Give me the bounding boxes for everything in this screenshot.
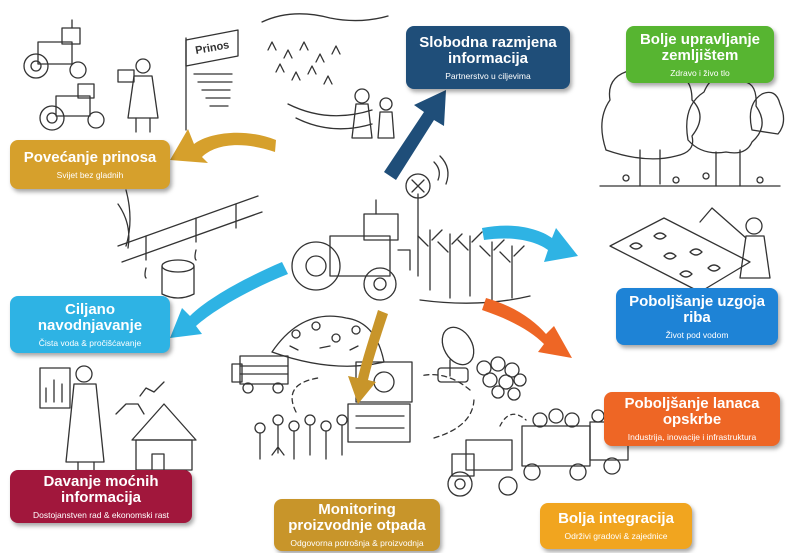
fish-title: Poboljšanje uzgoja riba <box>629 292 765 326</box>
hut-icon <box>115 381 197 471</box>
integration-subtitle: Održivi gradovi & zajednice <box>564 531 668 541</box>
fish-subtitle: Život pod vodom <box>665 329 729 340</box>
arrow-to-yield <box>170 129 276 163</box>
supply-box: Poboljšanje lanaca opskrbe Industrija, i… <box>604 392 780 446</box>
land-title: Bolje upravljanje zemljištem <box>639 30 761 64</box>
yield-box: Povećanje prinosa Svijet bez gladnih <box>10 140 170 189</box>
waste-title: Monitoring proizvodnje otpada <box>288 501 426 534</box>
supply-subtitle: Industrija, inovacije i infrastruktura <box>627 432 757 442</box>
crop-field-icon <box>261 13 395 139</box>
truck-icon <box>231 355 289 394</box>
yield-sign-label: Prinos <box>194 39 230 57</box>
corn-icon <box>417 229 531 304</box>
waste-box: Monitoring proizvodnje otpada Odgovorna … <box>274 499 440 551</box>
satellite-dish-icon <box>437 326 475 383</box>
irrigation-icon <box>117 189 263 299</box>
power-subtitle: Dostojanstven rad & ekonomski rast <box>32 509 170 520</box>
info-title: Slobodna razmjena informacija <box>419 33 557 67</box>
fish-icon <box>609 207 771 293</box>
info-subtitle: Partnerstvo u ciljevima <box>445 70 531 81</box>
irrigation-box: Ciljano navodnjavanje Čista voda & proči… <box>10 296 170 353</box>
tractor-icon <box>23 19 87 79</box>
yield-title: Povećanje prinosa <box>23 148 157 166</box>
supply-title: Poboljšanje lanaca opskrbe <box>624 395 760 428</box>
satellite-dish-icon <box>405 155 449 277</box>
arrow-to-waste <box>348 310 388 404</box>
power-box: Davanje moćnih informacija Dostojanstven… <box>10 470 192 523</box>
person-icon <box>39 365 105 477</box>
land-box: Bolje upravljanje zemljištem Zdravo i ži… <box>626 26 774 83</box>
land-subtitle: Zdravo i živo tlo <box>670 67 730 78</box>
waste-subtitle: Odgovorna potrošnja & proizvodnja <box>290 538 424 548</box>
yield-subtitle: Svijet bez gladnih <box>56 169 124 180</box>
person-icon <box>117 58 159 133</box>
info-box: Slobodna razmjena informacija Partnerstv… <box>406 26 570 89</box>
tractor-icon <box>447 407 629 497</box>
integration-title: Bolja integracija <box>558 510 674 527</box>
person-icon <box>254 414 348 460</box>
integration-box: Bolja integracija Održivi gradovi & zaje… <box>540 503 692 549</box>
arrow-to-fish <box>482 225 578 262</box>
arrow-to-info <box>384 90 446 180</box>
arrow-to-supply <box>482 298 572 358</box>
power-title: Davanje moćnih informacija <box>43 472 159 506</box>
yield-sign-icon <box>185 29 239 131</box>
irrigation-title: Ciljano navodnjavanje <box>37 300 143 334</box>
tractor-icon <box>39 83 105 131</box>
fruit-icon <box>476 356 527 401</box>
tractor-icon <box>291 199 411 301</box>
arrows <box>170 90 578 404</box>
irrigation-subtitle: Čista voda & pročišćavanje <box>38 337 142 348</box>
fish-box: Poboljšanje uzgoja riba Život pod vodom <box>616 288 778 345</box>
arrow-to-irrigation <box>170 262 288 338</box>
